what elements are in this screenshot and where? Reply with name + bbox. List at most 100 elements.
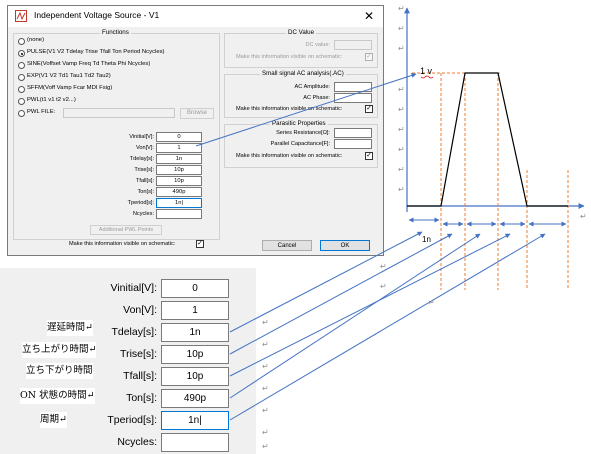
parallel-capacitance-input[interactable] bbox=[334, 139, 372, 149]
parasitic-title: Parasitic Properties bbox=[270, 120, 328, 127]
connector-dialog bbox=[195, 73, 417, 147]
param-ncycles-input[interactable] bbox=[156, 209, 202, 219]
dc-value-input[interactable] bbox=[334, 40, 372, 50]
radio-exp[interactable] bbox=[18, 74, 25, 81]
v-level-label: 1 v bbox=[420, 66, 433, 76]
param-tdelay-input[interactable]: 1n bbox=[156, 154, 202, 164]
zoom-label-trise: Trise[s]: bbox=[120, 348, 157, 360]
functions-title: Functions bbox=[100, 29, 131, 36]
radio-pulse[interactable] bbox=[18, 50, 25, 57]
radio-pwl-label: PWL(t1 v1 t2 v2...) bbox=[27, 97, 76, 103]
note-trise: 立ち上がり時間↵ bbox=[22, 342, 97, 358]
radio-pwl[interactable] bbox=[18, 98, 25, 105]
param-label-von: Von[V]: bbox=[135, 145, 154, 151]
zoom-label-tperiod: Tperiod[s]: bbox=[107, 414, 157, 426]
zoom-ton-input[interactable]: 490p bbox=[161, 389, 229, 408]
parasitic-visible-checkbox[interactable]: ✓ bbox=[365, 152, 373, 160]
return-mark: ↵ bbox=[380, 282, 387, 291]
cancel-button[interactable]: Cancel bbox=[262, 240, 312, 251]
pwl-file-input[interactable] bbox=[63, 108, 175, 118]
dialog-title: Independent Voltage Source - V1 bbox=[34, 10, 160, 20]
zoom-label-tfall: Tfall[s]: bbox=[123, 370, 157, 382]
return-mark: ↵ bbox=[398, 85, 405, 94]
param-tfall-input[interactable]: 10p bbox=[156, 176, 202, 186]
app-icon bbox=[15, 10, 27, 22]
param-ton-input[interactable]: 490p bbox=[156, 187, 202, 197]
connector-tperiod bbox=[229, 233, 546, 421]
pulse-waveform bbox=[407, 72, 568, 207]
functions-visible-checkbox[interactable]: ✓ bbox=[196, 240, 204, 248]
return-mark: ↵ bbox=[262, 340, 269, 349]
param-label-ton: Ton[s]: bbox=[137, 189, 154, 195]
return-mark: ↵ bbox=[580, 212, 587, 221]
return-mark: ↵ bbox=[262, 428, 269, 437]
return-mark: ↵ bbox=[398, 125, 405, 134]
parallel-capacitance-label: Parallel Capacitance[F]: bbox=[270, 141, 330, 147]
zoom-label-ncycles: Ncycles: bbox=[117, 436, 157, 448]
radio-none-label: (none) bbox=[27, 37, 45, 43]
functions-visible-label: Make this information visible on schemat… bbox=[69, 241, 176, 247]
return-mark: ↵ bbox=[262, 442, 269, 451]
param-trise-input[interactable]: 10p bbox=[156, 165, 202, 175]
return-mark: ↵ bbox=[398, 105, 405, 114]
radio-exp-label: EXP(V1 V2 Td1 Tau1 Td2 Tau2) bbox=[27, 73, 111, 79]
param-von-input[interactable]: 1 bbox=[156, 143, 202, 153]
return-mark: ↵ bbox=[398, 185, 405, 194]
param-vinitial-input[interactable]: 0 bbox=[156, 132, 202, 142]
return-mark: ↵ bbox=[398, 24, 405, 33]
parasitic-visible-label: Make this information visible on schemat… bbox=[236, 153, 343, 159]
dc-visible-label: Make this information visible on schemat… bbox=[236, 54, 343, 60]
radio-pwl-file[interactable] bbox=[18, 110, 25, 117]
param-label-tdelay: Tdelay[s]: bbox=[129, 156, 154, 162]
radio-sine[interactable] bbox=[18, 62, 25, 69]
zoom-tfall-input[interactable]: 10p bbox=[161, 367, 229, 386]
return-mark: ↵ bbox=[398, 145, 405, 154]
series-resistance-input[interactable] bbox=[334, 128, 372, 138]
connector-tdelay bbox=[229, 231, 423, 333]
return-mark: ↵ bbox=[380, 262, 387, 271]
zoom-ncycles-input[interactable] bbox=[161, 433, 229, 452]
return-mark: ↵ bbox=[262, 318, 269, 327]
zoom-trise-input[interactable]: 10p bbox=[161, 345, 229, 364]
ac-phase-label: AC Phase: bbox=[303, 95, 330, 101]
return-mark: ↵ bbox=[262, 362, 269, 371]
title-bar: Independent Voltage Source - V1 ✕ bbox=[8, 6, 383, 27]
zoom-vinitial-input[interactable]: 0 bbox=[161, 279, 229, 298]
return-mark: ↵ bbox=[398, 165, 405, 174]
ac-visible-label: Make this information visible on schemat… bbox=[236, 106, 343, 112]
radio-sffm-label: SFFM(Voff Vamp Fcar MDI Fsig) bbox=[27, 85, 113, 91]
note-tfall: 立ち下がり時間 bbox=[26, 363, 93, 379]
zoom-label-vinitial: Vinitial[V]: bbox=[110, 282, 158, 294]
zoom-tdelay-input[interactable]: 1n bbox=[161, 323, 229, 342]
ac-title: Small signal AC analysis(.AC) bbox=[260, 70, 346, 77]
series-resistance-label: Series Resistance[Ω]: bbox=[276, 130, 330, 136]
connector-ton bbox=[229, 233, 481, 399]
ok-button[interactable]: OK bbox=[320, 240, 370, 251]
radio-sffm[interactable] bbox=[18, 86, 25, 93]
additional-pwl-button[interactable]: Additional PWL Points bbox=[90, 225, 162, 235]
param-label-tperiod: Tperiod[s]: bbox=[127, 200, 154, 206]
ac-visible-checkbox[interactable]: ✓ bbox=[365, 105, 373, 113]
param-label-tfall: Tfall[s]: bbox=[135, 178, 154, 184]
radio-pulse-label: PULSE(V1 V2 Tdelay Trise Tfall Ton Perio… bbox=[27, 49, 165, 55]
param-tperiod-input[interactable]: 1n| bbox=[156, 198, 202, 208]
browse-button[interactable]: Browse bbox=[180, 108, 214, 119]
dc-visible-checkbox[interactable]: ✓ bbox=[365, 53, 373, 61]
radio-none[interactable] bbox=[18, 38, 25, 45]
v-level-underline bbox=[420, 75, 434, 79]
radio-pwl-file-label: PWL FILE: bbox=[27, 109, 56, 115]
zoom-von-input[interactable]: 1 bbox=[161, 301, 229, 320]
return-mark: ↵ bbox=[398, 44, 405, 53]
zoom-tperiod-input[interactable]: 1n| bbox=[161, 411, 229, 430]
return-mark: ↵ bbox=[428, 298, 435, 307]
connector-trise bbox=[229, 233, 453, 355]
param-label-ncycles: Ncycles: bbox=[132, 211, 154, 217]
ac-amplitude-input[interactable] bbox=[334, 82, 372, 92]
zoom-label-von: Von[V]: bbox=[123, 304, 157, 316]
close-icon[interactable]: ✕ bbox=[363, 9, 375, 23]
radio-sine-label: SINE(Voffset Vamp Freq Td Theta Phi Ncyc… bbox=[27, 61, 151, 67]
ac-phase-input[interactable] bbox=[334, 93, 372, 103]
zoom-label-ton: Ton[s]: bbox=[126, 392, 157, 404]
n-label: 1n bbox=[422, 235, 431, 244]
